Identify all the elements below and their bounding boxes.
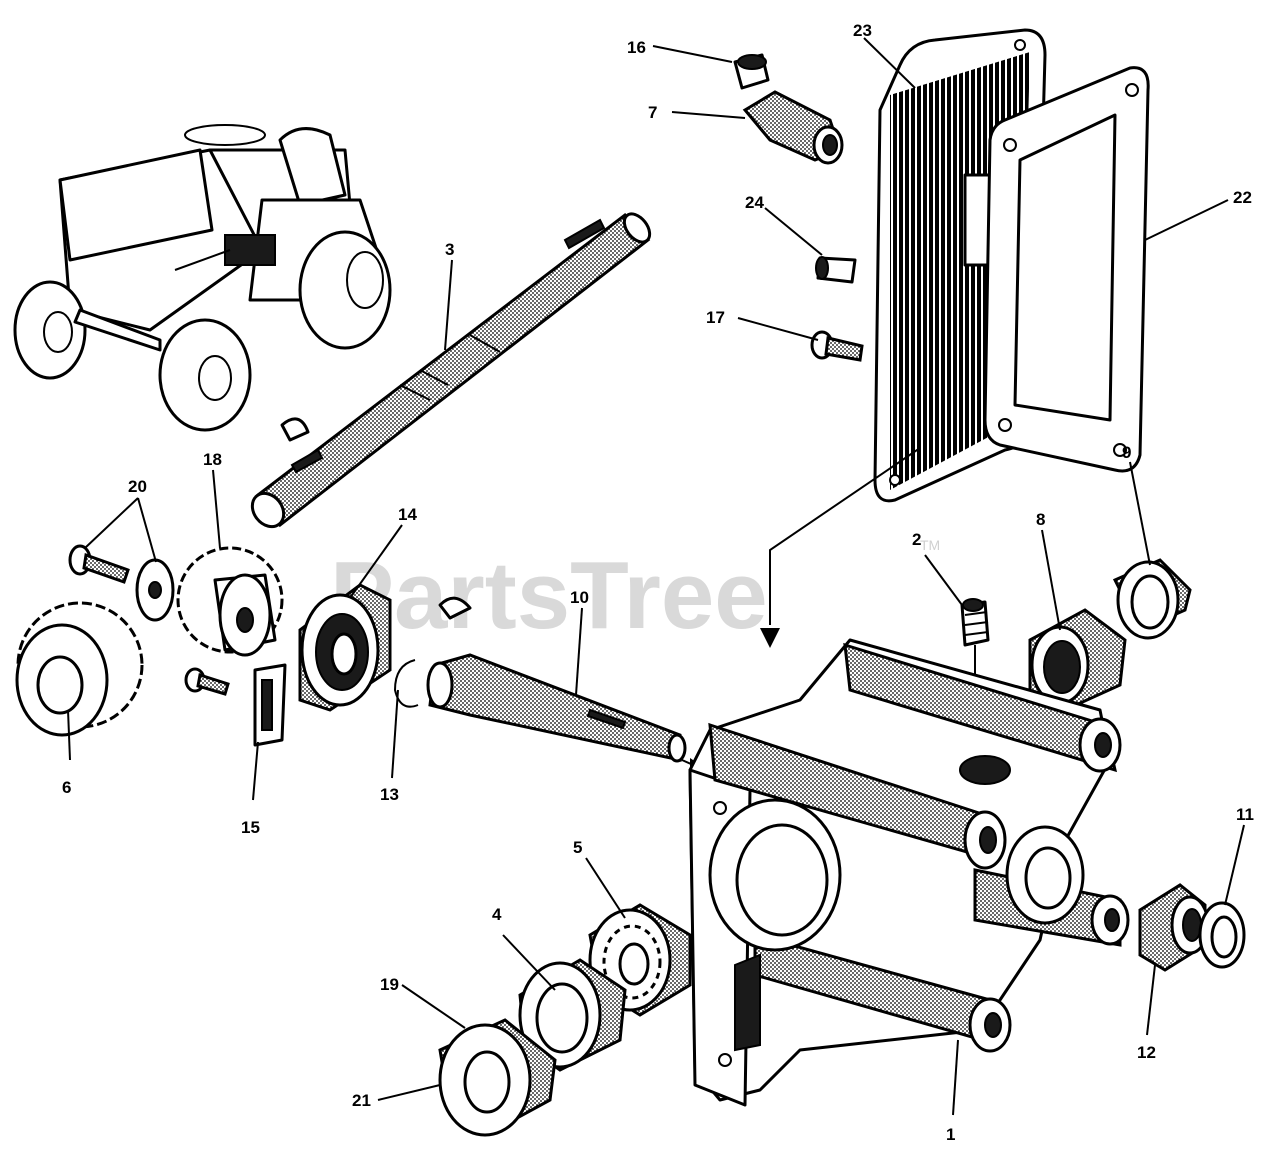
callout-18: 18	[203, 450, 222, 469]
callout-6: 6	[62, 778, 71, 797]
part-2-fitting	[960, 598, 990, 760]
part-22-gasket	[983, 66, 1150, 473]
part-12-bushing	[1138, 883, 1210, 972]
woodruff-key	[280, 417, 310, 442]
part-17-bolt	[810, 330, 864, 362]
callout-20: 20	[128, 477, 147, 496]
part-10-shaft	[426, 653, 687, 763]
part-15-key	[253, 663, 287, 747]
callout-5: 5	[573, 838, 582, 857]
callout-2: 2	[912, 530, 921, 549]
part-7-elbow	[742, 90, 844, 165]
callout-1: 1	[946, 1125, 955, 1144]
part-18-gear	[176, 546, 284, 657]
part-1-housing	[688, 638, 1130, 1107]
callout-8: 8	[1036, 510, 1045, 529]
callout-9: 9	[1122, 443, 1131, 462]
callout-24: 24	[745, 193, 764, 212]
part-14-bearing	[298, 583, 392, 712]
part-3-shaft	[250, 212, 652, 529]
small-woodruff-key	[438, 596, 472, 620]
part-20-bolt-washer	[68, 544, 175, 622]
callout-3: 3	[445, 240, 454, 259]
callout-16: 16	[627, 38, 646, 57]
callout-11: 11	[1236, 805, 1254, 824]
callout-17: 17	[706, 308, 725, 327]
small-bolt	[184, 667, 230, 696]
part-16-plug	[733, 53, 770, 90]
watermark-text: PartsTree	[330, 542, 768, 649]
callout-7: 7	[648, 103, 657, 122]
leader-lines	[67, 37, 1245, 1116]
callout-19: 19	[380, 975, 399, 994]
tractor-illustration	[13, 124, 392, 432]
watermark-trademark: TM	[920, 537, 940, 553]
callout-12: 12	[1137, 1043, 1156, 1062]
callout-23: 23	[853, 21, 872, 40]
callout-labels: 1 2 3 4 5 6 7 8 9 10 11 12 13 14 15 16 1…	[62, 21, 1254, 1144]
part-13-snap-ring	[393, 659, 419, 708]
part-4-cup	[518, 958, 627, 1072]
part-11-seal	[1198, 901, 1246, 969]
part-6-sprocket	[15, 601, 144, 737]
part-9-seal	[1112, 558, 1192, 640]
part-24-plug	[815, 256, 857, 284]
callout-22: 22	[1233, 188, 1252, 207]
assembly-arrowhead	[760, 628, 780, 648]
callout-10: 10	[570, 588, 589, 607]
callout-14: 14	[398, 505, 417, 524]
part-21-seal	[438, 1018, 557, 1137]
callout-15: 15	[241, 818, 260, 837]
callout-21: 21	[352, 1091, 371, 1110]
callout-4: 4	[492, 905, 502, 924]
assembly-arrow	[769, 447, 921, 625]
callout-13: 13	[380, 785, 399, 804]
